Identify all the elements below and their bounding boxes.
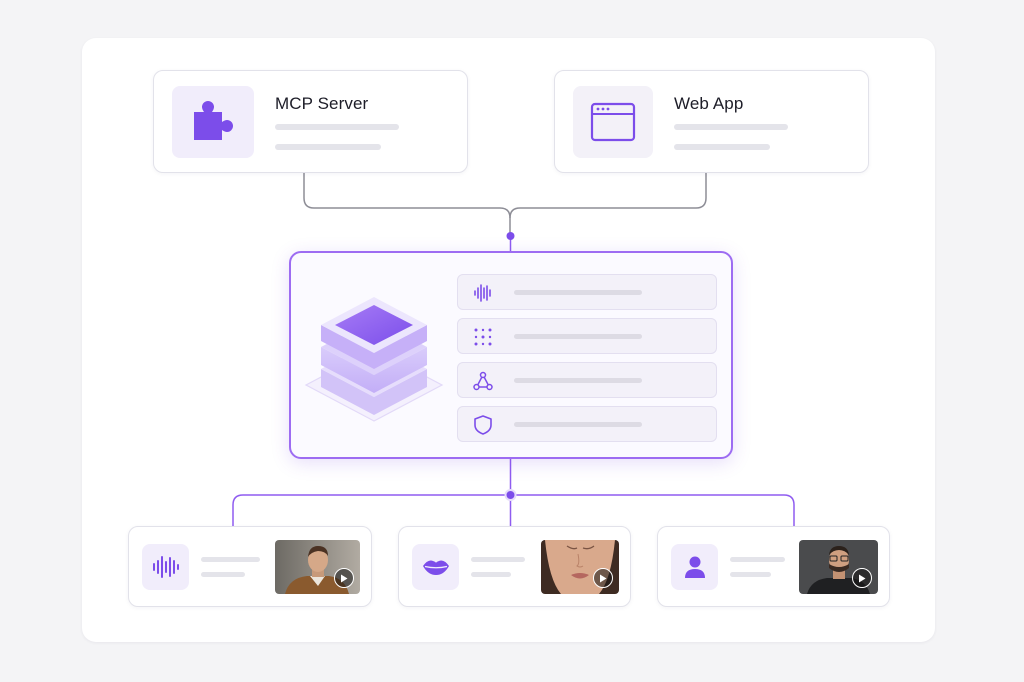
shield-icon [474,415,492,435]
dot-grid-icon [474,328,492,346]
node-title: Web App [674,94,744,113]
placeholder-line [730,557,785,562]
connector-webapp-to-hub [509,172,707,219]
placeholder-line [730,572,771,577]
video-thumbnail[interactable] [541,540,619,594]
play-button[interactable] [334,568,354,588]
placeholder-line [514,378,642,383]
person-icon [671,544,718,590]
core-platform-hub[interactable] [289,251,733,459]
placeholder-line [275,144,381,150]
waveform-icon [142,544,189,590]
placeholder-line [471,572,511,577]
web-app-card[interactable]: Web App [554,70,869,173]
output-card-lipsync[interactable] [398,526,631,607]
placeholder-line [514,290,642,295]
node-title: MCP Server [275,94,369,113]
placeholder-line [201,572,245,577]
placeholder-line [674,124,788,130]
output-card-avatar[interactable] [657,526,890,607]
lips-icon [412,544,459,590]
layers-stack-icon [304,297,444,422]
video-thumbnail[interactable] [275,540,360,594]
video-thumbnail[interactable] [799,540,878,594]
puzzle-icon [172,86,254,158]
connector-hub-to-bottom [232,459,795,527]
capability-row-grid[interactable] [457,318,717,354]
capability-row-audio[interactable] [457,274,717,310]
placeholder-line [514,334,642,339]
browser-window-icon [573,86,653,158]
placeholder-line [201,557,260,562]
placeholder-line [674,144,770,150]
play-button[interactable] [593,568,613,588]
mcp-server-card[interactable]: MCP Server [153,70,468,173]
placeholder-line [514,422,642,427]
placeholder-line [275,124,399,130]
capability-row-network[interactable] [457,362,717,398]
output-card-voice[interactable] [128,526,372,607]
connector-mcp-to-hub [303,172,511,236]
junction-dot-top [506,232,515,240]
placeholder-line [471,557,525,562]
graph-nodes-icon [473,371,493,391]
waveform-icon [474,284,491,302]
capability-row-security[interactable] [457,406,717,442]
play-button[interactable] [852,568,872,588]
junction-dot-bottom [504,489,517,501]
